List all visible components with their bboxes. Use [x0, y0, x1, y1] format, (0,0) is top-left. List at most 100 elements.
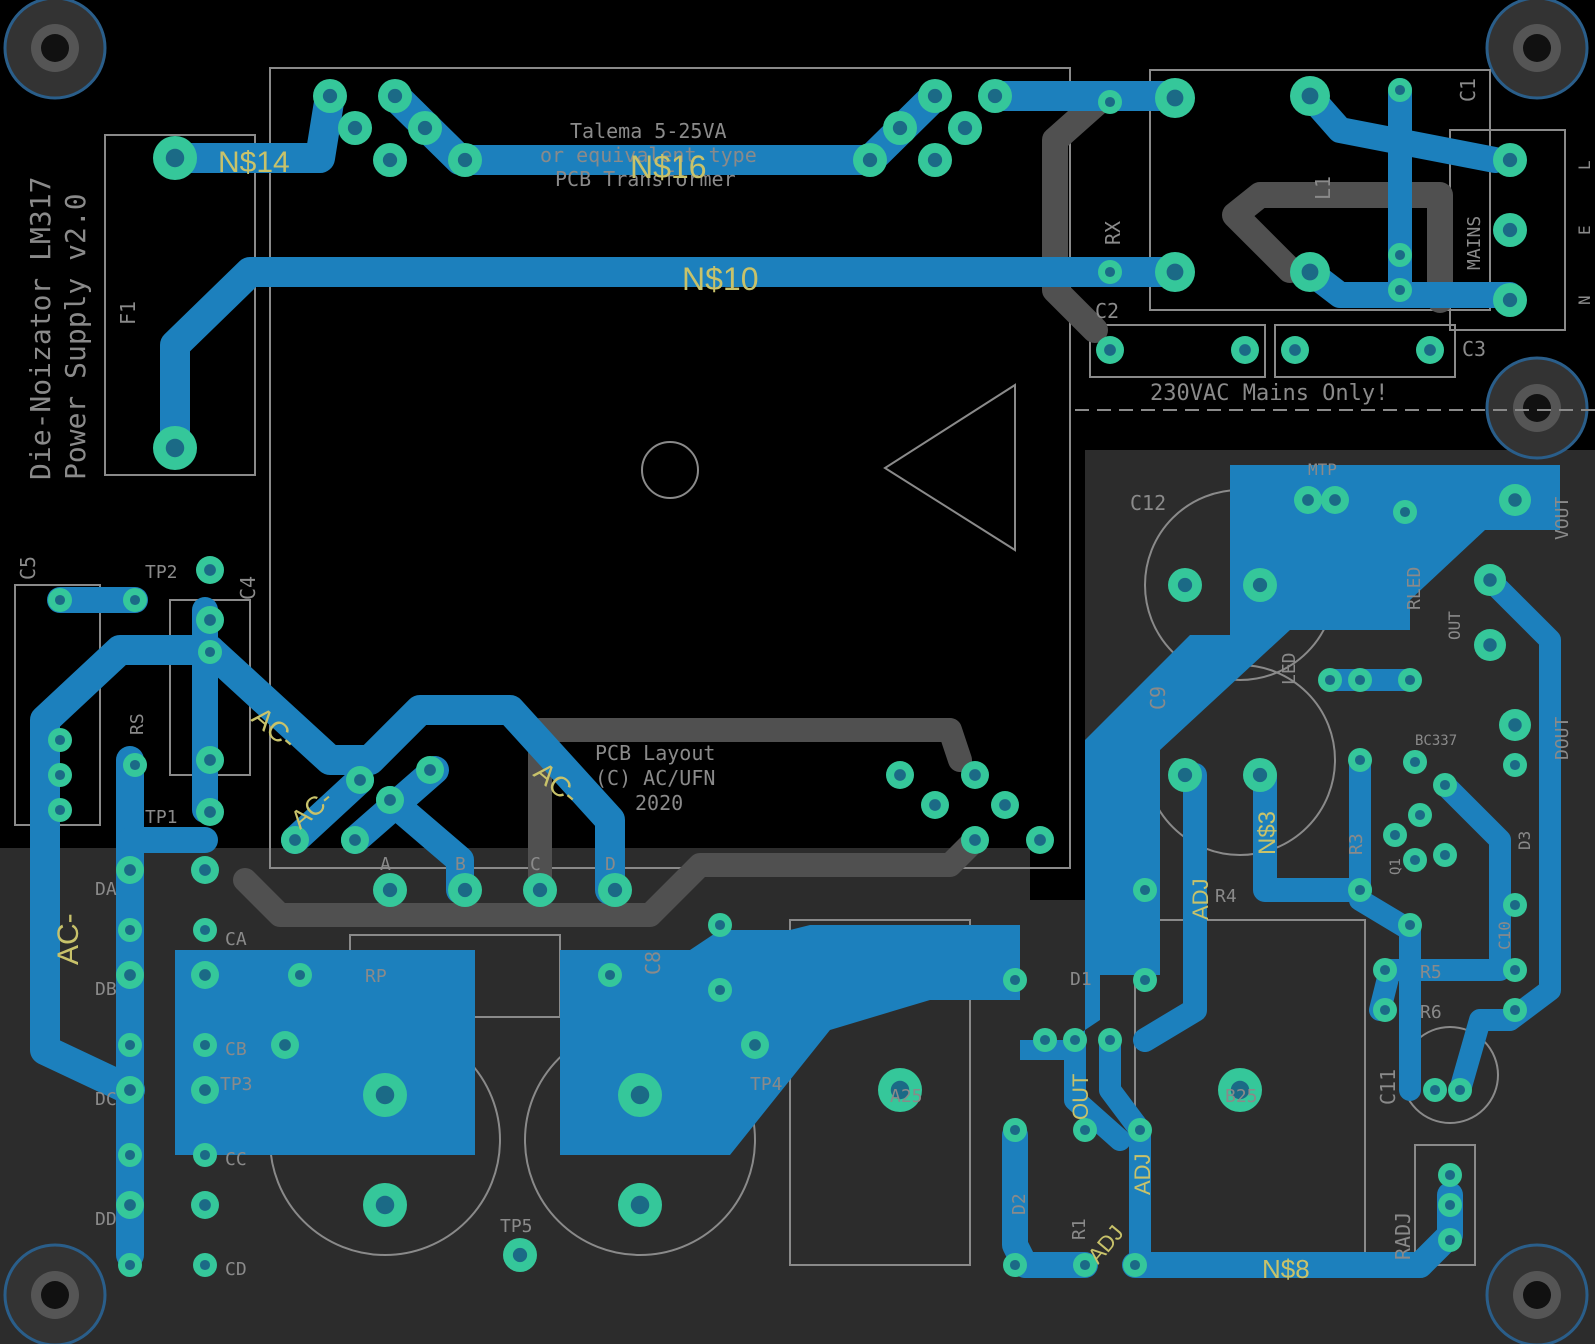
refdes-c10: C10	[1495, 921, 1514, 950]
net-label-ac-left: AC-	[52, 913, 85, 965]
refdes-r5: R5	[1420, 962, 1442, 983]
refdes-dout: DOUT	[1552, 716, 1573, 760]
pad-drill	[124, 1084, 136, 1096]
credit-line-2: (C) AC/UFN	[595, 766, 715, 790]
net-label-n14: N$14	[218, 146, 290, 179]
refdes-r4: R4	[1215, 886, 1237, 907]
pad-drill	[714, 919, 726, 931]
refdes-b25: B25	[1225, 1086, 1258, 1107]
pad-drill	[1134, 1124, 1146, 1136]
pad-drill	[204, 806, 216, 818]
net-label-n3: N$3	[1254, 811, 1281, 855]
refdes-cd: CD	[225, 1259, 247, 1280]
pad-drill	[382, 152, 398, 168]
pad-drill	[1354, 754, 1366, 766]
pad-drill	[382, 882, 398, 898]
mounting-hole-top-left	[3, 0, 107, 100]
refdes-rled: RLED	[1404, 567, 1425, 610]
refdes-mtp: MTP	[1308, 460, 1337, 479]
net-label-adj1: ADJ	[1188, 878, 1213, 920]
refdes-dd: DD	[95, 1209, 117, 1230]
pad-drill	[1399, 506, 1411, 518]
net-n10-trace	[160, 257, 1190, 463]
pin-label-a: A	[380, 854, 391, 875]
pad-drill	[1239, 344, 1251, 356]
pad-drill	[204, 614, 216, 626]
pour-plus-rail-right	[560, 925, 1020, 1155]
pad-drill	[630, 1195, 650, 1215]
pad-drill	[607, 882, 623, 898]
pad-drill	[1324, 674, 1336, 686]
pad-drill	[54, 594, 66, 606]
radj-outline	[1414, 1144, 1476, 1266]
pad-drill	[1394, 84, 1406, 96]
board-title: Die-Noizator LM317 Power Supply v2.0	[24, 177, 92, 480]
net-n14-trace	[160, 81, 345, 173]
pad-drill	[1252, 767, 1268, 783]
refdes-rx: RX	[1101, 221, 1125, 245]
pad-drill	[1069, 1034, 1081, 1046]
pad-drill	[1354, 674, 1366, 686]
pad-drill	[1439, 849, 1451, 861]
refdes-c8: C8	[641, 951, 665, 975]
net-label-out: OUT	[1068, 1074, 1093, 1120]
vout-trace	[1449, 569, 1561, 1101]
inner-trace-4	[528, 718, 972, 892]
pad-drill	[1454, 1084, 1466, 1096]
pad-drill	[1139, 974, 1151, 986]
refdes-d2: D2	[1009, 1193, 1030, 1215]
refdes-vout: VOUT	[1552, 496, 1573, 540]
pad-drill	[969, 769, 981, 781]
pad-drill	[862, 152, 878, 168]
pad-drill	[892, 120, 908, 136]
pad-drill	[532, 882, 548, 898]
refdes-da: DA	[95, 879, 117, 900]
refdes-ca: CA	[225, 929, 247, 950]
bc337-trace	[1369, 774, 1511, 1021]
pad-drill	[969, 834, 981, 846]
pad-drill	[1079, 1259, 1091, 1271]
pad-drill	[294, 969, 306, 981]
pin-label-d: D	[605, 854, 616, 875]
c3-outline	[1274, 324, 1456, 378]
pad-drill	[1508, 718, 1522, 732]
pad-drill	[1509, 899, 1521, 911]
refdes-db: DB	[95, 979, 117, 1000]
pad-drill	[1379, 964, 1391, 976]
refdes-d1: D1	[1070, 969, 1092, 990]
refdes-bc337: BC337	[1415, 733, 1457, 749]
refdes-rp: RP	[365, 966, 387, 987]
mounting-hole-mid-right	[1485, 356, 1589, 460]
pad-drill	[1502, 222, 1518, 238]
refdes-rs: RS	[127, 713, 148, 735]
pad-drill	[1301, 263, 1319, 281]
mains-warning: 230VAC Mains Only!	[1150, 381, 1388, 406]
pad-drill	[1166, 263, 1184, 281]
refdes-c12: C12	[1130, 491, 1166, 515]
refdes-radj: RADJ	[1391, 1212, 1415, 1260]
inner-trace-3	[233, 828, 987, 927]
refdes-q1: Q1	[1388, 858, 1404, 875]
pad-drill	[927, 88, 943, 104]
pad-drill	[1509, 1004, 1521, 1016]
pad-drill	[1329, 494, 1341, 506]
credit-line-3: 2020	[635, 791, 683, 815]
terminal-e: E	[1575, 225, 1594, 235]
pad-drill	[1409, 756, 1421, 768]
refdes-cc: CC	[225, 1149, 247, 1170]
pad-drill	[1483, 573, 1497, 587]
pad-drill	[1177, 577, 1193, 593]
adj-right-trace	[1133, 763, 1207, 1052]
q1-trace	[1349, 749, 1421, 1101]
pad-drill	[457, 882, 473, 898]
pad-drill	[424, 764, 436, 776]
pad-drill	[165, 148, 185, 168]
n3-trace	[1253, 763, 1372, 902]
refdes-d3: D3	[1515, 831, 1534, 850]
pad-drill	[1252, 577, 1268, 593]
credit-line-1: PCB Layout	[595, 741, 715, 765]
refdes-c11: C11	[1376, 1069, 1400, 1105]
pad-drill	[604, 969, 616, 981]
refdes-cb: CB	[225, 1039, 247, 1060]
pad-drill	[1302, 494, 1314, 506]
